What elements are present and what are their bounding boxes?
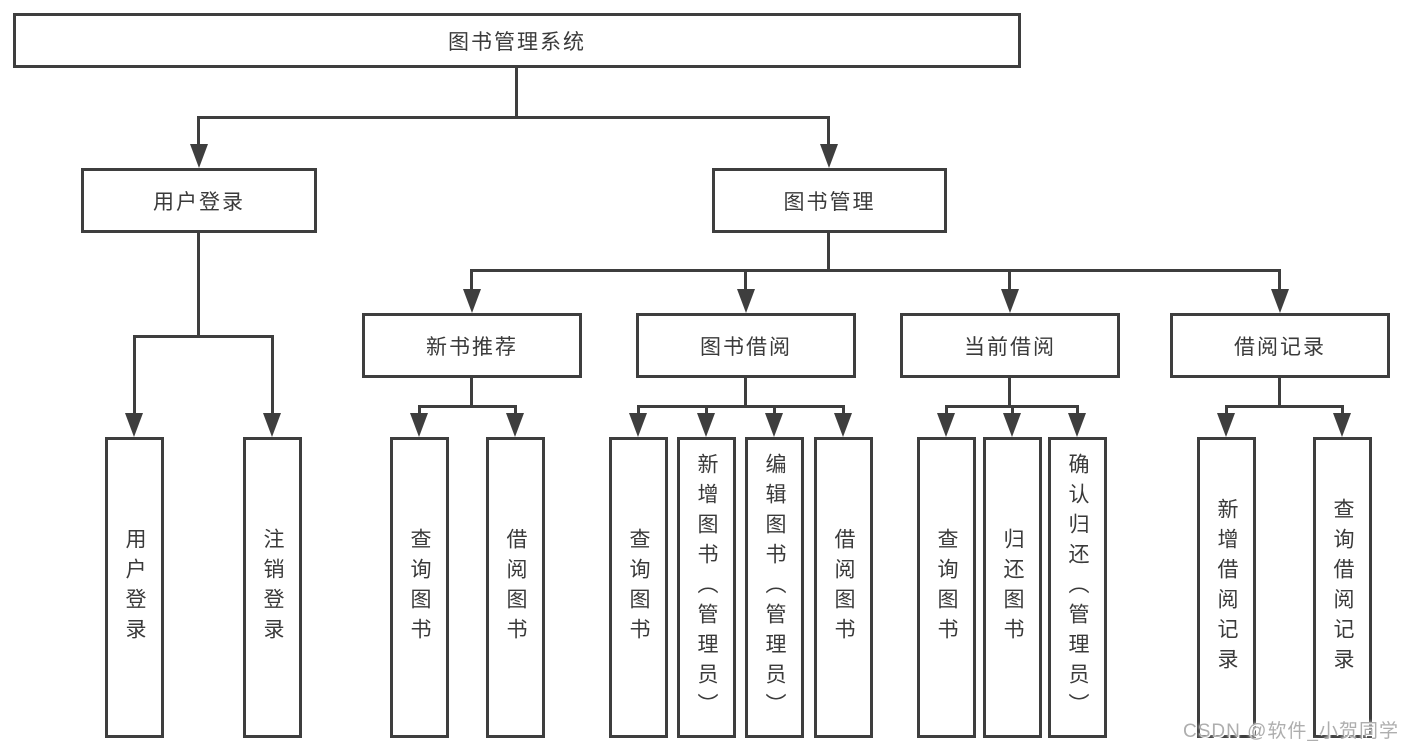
- leaf-user-login-label: 用户登录: [123, 527, 146, 648]
- leaf-newbook-query-books: 查询图书: [390, 437, 449, 738]
- arrowhead-bb-borrow: [834, 413, 852, 437]
- connector-to-nb-borrow: [514, 405, 517, 416]
- leaf-newbook-borrow-books-label: 借阅图书: [504, 527, 527, 648]
- node-book-borrowing-label: 图书借阅: [700, 335, 792, 359]
- connector-user-branch: [133, 335, 274, 338]
- arrowhead-leaf-user-login: [125, 413, 143, 437]
- arrowhead-borrowing-records: [1271, 289, 1289, 313]
- connector-to-bb-borrow: [842, 405, 845, 416]
- connector-to-current-borrowing: [1008, 269, 1011, 292]
- leaf-logout: 注销登录: [243, 437, 302, 738]
- leaf-borrowing-add-books-admin-label: 新增图书（管理员）: [695, 452, 718, 723]
- node-borrowing-records: 借阅记录: [1170, 313, 1390, 378]
- node-library-system: 图书管理系统: [13, 13, 1021, 68]
- leaf-current-query-books: 查询图书: [917, 437, 976, 738]
- connector-to-nb-query: [418, 405, 421, 416]
- node-current-borrowing: 当前借阅: [900, 313, 1120, 378]
- arrowhead-current-borrowing: [1001, 289, 1019, 313]
- arrowhead-book-borrowing: [737, 289, 755, 313]
- leaf-borrowing-edit-books-admin: 编辑图书（管理员）: [745, 437, 804, 738]
- leaf-user-login: 用户登录: [105, 437, 164, 738]
- leaf-records-query-record-label: 查询借阅记录: [1331, 497, 1354, 678]
- leaf-current-query-books-label: 查询图书: [935, 527, 958, 648]
- leaf-current-return-books-label: 归还图书: [1001, 527, 1024, 648]
- connector-newbook-stub: [470, 376, 473, 407]
- arrowhead-bb-edit: [765, 413, 783, 437]
- leaf-current-confirm-return-admin: 确认归还（管理员）: [1048, 437, 1107, 738]
- arrowhead-cb-query: [937, 413, 955, 437]
- connector-to-cb-confirm: [1076, 405, 1079, 416]
- connector-to-new-book: [470, 269, 473, 292]
- arrowhead-cb-confirm: [1068, 413, 1086, 437]
- connector-to-leaf-user-login: [133, 335, 136, 415]
- leaf-logout-label: 注销登录: [261, 527, 284, 648]
- node-book-management-label: 图书管理: [783, 190, 876, 214]
- node-current-borrowing-label: 当前借阅: [964, 335, 1056, 359]
- connector-level2-branch: [470, 269, 1281, 272]
- connector-to-leaf-logout: [271, 335, 274, 415]
- leaf-borrowing-add-books-admin: 新增图书（管理员）: [677, 437, 736, 738]
- arrowhead-bb-add: [697, 413, 715, 437]
- connector-borrowing-stub: [744, 376, 747, 407]
- node-new-book-recommend: 新书推荐: [362, 313, 582, 378]
- leaf-current-return-books: 归还图书: [983, 437, 1042, 738]
- arrowhead-book-management: [820, 144, 838, 168]
- node-library-system-label: 图书管理系统: [448, 30, 586, 54]
- leaf-current-confirm-return-admin-label: 确认归还（管理员）: [1066, 452, 1089, 723]
- arrowhead-br-add: [1217, 413, 1235, 437]
- leaf-borrowing-borrow-books-label: 借阅图书: [832, 527, 855, 648]
- connector-to-book-borrowing: [744, 269, 747, 292]
- connector-current-stub: [1008, 376, 1011, 407]
- connector-to-bb-query: [637, 405, 640, 416]
- connector-to-bb-add: [705, 405, 708, 416]
- connector-to-cb-return: [1011, 405, 1014, 416]
- leaf-borrowing-edit-books-admin-label: 编辑图书（管理员）: [763, 452, 786, 723]
- connector-to-bb-edit: [773, 405, 776, 416]
- node-book-management: 图书管理: [712, 168, 947, 233]
- connector-user-login-stub: [197, 230, 200, 337]
- node-borrowing-records-label: 借阅记录: [1234, 335, 1326, 359]
- leaf-newbook-borrow-books: 借阅图书: [486, 437, 545, 738]
- arrowhead-nb-borrow: [506, 413, 524, 437]
- node-user-login-branch: 用户登录: [81, 168, 317, 233]
- connector-newbook-branch: [418, 405, 517, 408]
- connector-records-branch: [1225, 405, 1344, 408]
- arrowhead-leaf-logout: [263, 413, 281, 437]
- connector-book-mgmt-stub: [827, 230, 830, 271]
- node-new-book-recommend-label: 新书推荐: [426, 335, 518, 359]
- leaf-records-add-record-label: 新增借阅记录: [1215, 497, 1238, 678]
- connector-to-book-management: [827, 116, 830, 146]
- watermark-text: CSDN @软件_小贺同学: [1183, 721, 1399, 742]
- arrowhead-user-login: [190, 144, 208, 168]
- leaf-records-query-record: 查询借阅记录: [1313, 437, 1372, 738]
- connector-to-user-login: [197, 116, 200, 146]
- node-user-login-branch-label: 用户登录: [153, 190, 245, 214]
- connector-records-stub: [1278, 376, 1281, 407]
- connector-to-br-add: [1225, 405, 1228, 416]
- connector-to-borrowing-records: [1278, 269, 1281, 292]
- arrowhead-nb-query: [410, 413, 428, 437]
- arrowhead-new-book: [463, 289, 481, 313]
- leaf-newbook-query-books-label: 查询图书: [408, 527, 431, 648]
- leaf-borrowing-borrow-books: 借阅图书: [814, 437, 873, 738]
- leaf-borrowing-query-books-label: 查询图书: [627, 527, 650, 648]
- arrowhead-br-query: [1333, 413, 1351, 437]
- leaf-borrowing-query-books: 查询图书: [609, 437, 668, 738]
- arrowhead-cb-return: [1003, 413, 1021, 437]
- connector-to-cb-query: [945, 405, 948, 416]
- node-book-borrowing: 图书借阅: [636, 313, 856, 378]
- arrowhead-bb-query: [629, 413, 647, 437]
- connector-root-stub: [515, 65, 518, 118]
- connector-level1-branch: [197, 116, 830, 119]
- connector-to-br-query: [1341, 405, 1344, 416]
- leaf-records-add-record: 新增借阅记录: [1197, 437, 1256, 738]
- connector-borrowing-branch: [637, 405, 845, 408]
